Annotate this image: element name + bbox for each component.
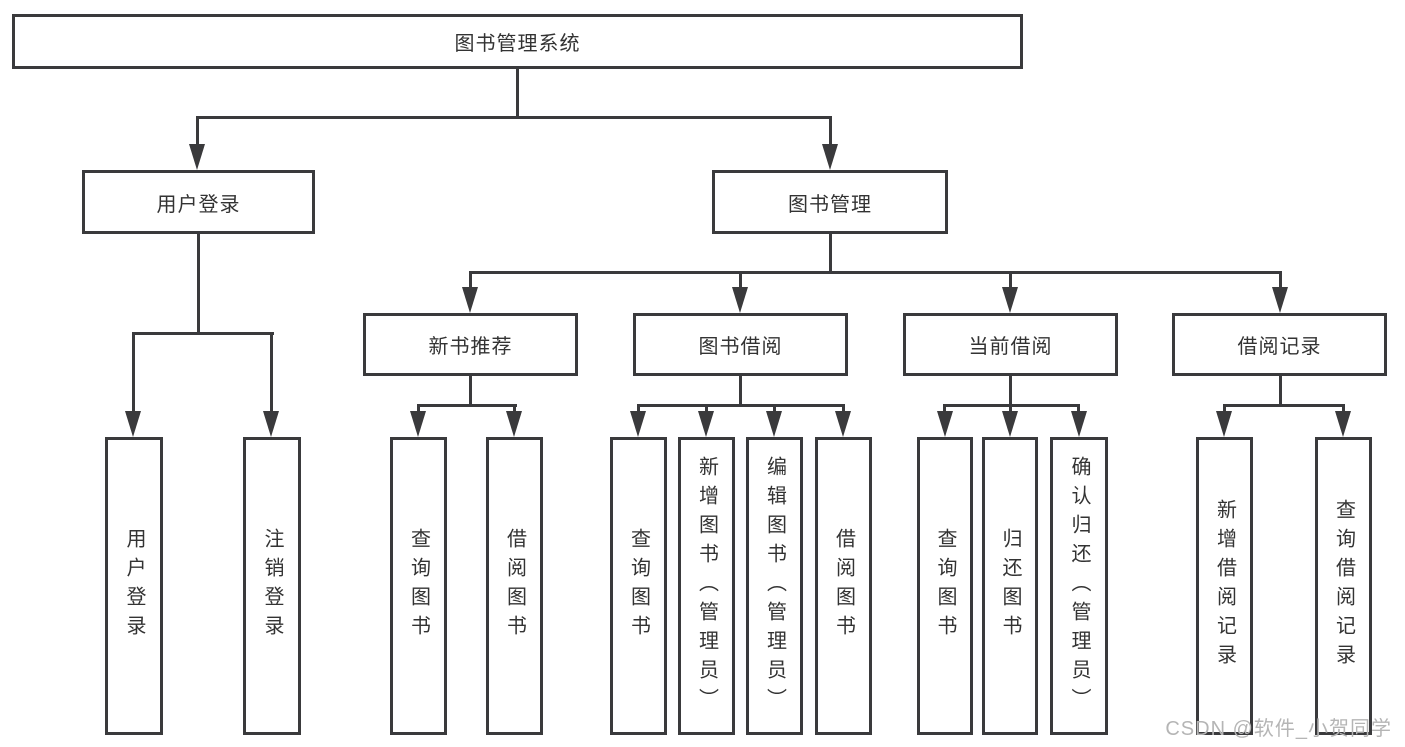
connector-line — [637, 404, 845, 407]
node-user-login: 用户登录 — [82, 170, 315, 234]
leaf-query-books-borrowing: 查询图书 — [610, 437, 667, 735]
connector-line — [270, 332, 273, 412]
leaf-label: 查询图书 — [934, 528, 956, 644]
arrow-down-icon — [732, 287, 748, 313]
leaf-query-borrow-record: 查询借阅记录 — [1315, 437, 1372, 735]
leaf-label: 借阅图书 — [832, 528, 855, 644]
node-book-management-system: 图书管理系统 — [12, 14, 1023, 69]
connector-line — [705, 404, 708, 414]
leaf-label: 查询借阅记录 — [1332, 499, 1355, 673]
leaf-add-books-admin: 新增图书（管理员） — [678, 437, 735, 735]
node-book-management: 图书管理 — [712, 170, 948, 234]
connector-line — [829, 116, 832, 146]
arrow-down-icon — [1216, 411, 1232, 437]
connector-line — [739, 271, 742, 289]
connector-line — [637, 404, 640, 414]
connector-line — [132, 332, 274, 335]
connector-line — [842, 404, 845, 414]
connector-line — [773, 404, 776, 414]
node-label: 用户登录 — [156, 193, 241, 216]
arrow-down-icon — [263, 411, 279, 437]
connector-line — [1009, 376, 1012, 407]
connector-line — [417, 404, 517, 407]
connector-line — [739, 376, 742, 407]
node-label: 图书管理 — [788, 193, 872, 216]
arrow-down-icon — [630, 411, 646, 437]
arrow-down-icon — [410, 411, 426, 437]
arrow-down-icon — [1335, 411, 1351, 437]
arrow-down-icon — [1002, 287, 1018, 313]
leaf-add-borrow-record: 新增借阅记录 — [1196, 437, 1253, 735]
leaf-label: 编辑图书（管理员） — [763, 455, 786, 717]
connector-line — [513, 404, 516, 414]
node-current-borrowing: 当前借阅 — [903, 313, 1118, 376]
connector-line — [132, 332, 135, 412]
leaf-label: 确认归还（管理员） — [1068, 455, 1090, 717]
leaf-label: 新增图书（管理员） — [695, 455, 718, 717]
leaf-confirm-return-admin: 确认归还（管理员） — [1050, 437, 1108, 735]
leaf-user-login: 用户登录 — [105, 437, 163, 735]
node-label: 新书推荐 — [428, 336, 513, 358]
arrow-down-icon — [189, 144, 205, 170]
node-book-borrowing: 图书借阅 — [633, 313, 848, 376]
leaf-label: 注销登录 — [261, 528, 283, 644]
connector-line — [1279, 271, 1282, 289]
arrow-down-icon — [1002, 411, 1018, 437]
leaf-label: 借阅图书 — [503, 528, 526, 644]
connector-line — [469, 271, 1281, 274]
leaf-borrow-books-recommend: 借阅图书 — [486, 437, 543, 735]
connector-line — [1009, 404, 1012, 414]
leaf-query-books-recommend: 查询图书 — [390, 437, 447, 735]
connector-line — [197, 233, 200, 334]
node-label: 当前借阅 — [968, 336, 1053, 358]
connector-line — [829, 233, 832, 274]
connector-line — [1009, 271, 1012, 289]
arrow-down-icon — [937, 411, 953, 437]
arrow-down-icon — [125, 411, 141, 437]
node-label: 图书借阅 — [698, 336, 783, 358]
node-label: 图书管理系统 — [454, 33, 581, 55]
leaf-label: 新增借阅记录 — [1213, 499, 1236, 673]
connector-line — [196, 116, 199, 146]
leaf-label: 查询图书 — [627, 528, 650, 644]
connector-line — [1342, 404, 1345, 414]
leaf-query-books-current: 查询图书 — [917, 437, 973, 735]
node-label: 借阅记录 — [1237, 336, 1322, 358]
connector-line — [417, 404, 420, 414]
leaf-borrow-books-borrowing: 借阅图书 — [815, 437, 872, 735]
connector-line — [469, 376, 472, 407]
csdn-watermark: CSDN @软件_小贺同学 — [1165, 718, 1392, 740]
leaf-label: 查询图书 — [407, 528, 430, 644]
leaf-logout: 注销登录 — [243, 437, 301, 735]
connector-line — [469, 271, 472, 289]
connector-line — [1223, 404, 1226, 414]
leaf-edit-books-admin: 编辑图书（管理员） — [746, 437, 803, 735]
connector-line — [516, 68, 519, 118]
arrow-down-icon — [835, 411, 851, 437]
arrow-down-icon — [1272, 287, 1288, 313]
node-borrowing-records: 借阅记录 — [1172, 313, 1387, 376]
arrow-down-icon — [766, 411, 782, 437]
leaf-label: 用户登录 — [123, 528, 145, 644]
connector-line — [1077, 404, 1080, 414]
leaf-label: 归还图书 — [999, 528, 1021, 644]
connector-line — [943, 404, 946, 414]
connector-line — [196, 116, 832, 119]
arrow-down-icon — [1071, 411, 1087, 437]
arrow-down-icon — [822, 144, 838, 170]
connector-line — [1223, 404, 1345, 407]
arrow-down-icon — [698, 411, 714, 437]
connector-line — [1279, 376, 1282, 407]
arrow-down-icon — [462, 287, 478, 313]
node-new-book-recommendation: 新书推荐 — [363, 313, 578, 376]
leaf-return-books: 归还图书 — [982, 437, 1038, 735]
arrow-down-icon — [506, 411, 522, 437]
